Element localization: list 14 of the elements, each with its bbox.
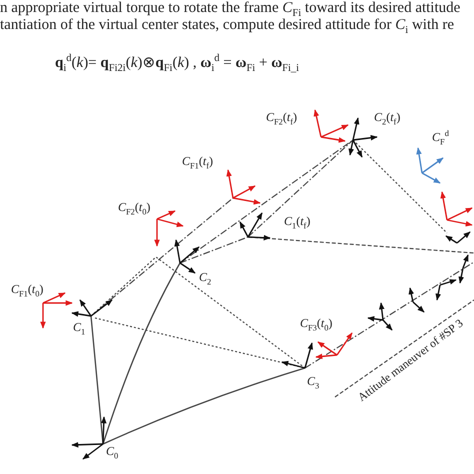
frame-label: C$_{F3}$(t$_{0}$): [300, 317, 332, 330]
frame-label: C$_{1}$: [73, 321, 86, 334]
frame-label: C$_{2}$(t$_{f}$): [374, 111, 400, 124]
frame-label: C$_{F1}$(t$_{f}$): [182, 155, 214, 168]
equation: q$_{i}$$^{d}$(k)= q$_{Fi2i}$(k)⊗q$_{Fi}$(k) , ω$_{i}$$^{d}$ = ω$_{Fi}$ + ω$_{Fi_i}$: [55, 55, 300, 72]
frame-label: C$_{3}$: [307, 375, 320, 388]
frame-label: C$_{0}$: [106, 445, 118, 458]
frame-label: C$_{F2}$(t$_{f}$): [266, 111, 298, 124]
frame-label: C$_{F1}$(t$_{0}$): [11, 283, 44, 296]
frame-label: C$_{1}$(t$_{f}$): [284, 215, 310, 228]
frame-label: C$_{F2}$(t$_{0}$): [118, 201, 150, 214]
body-text: tantiation of the virtual center states, compute desired attitude for C$_{i}$ with re: [0, 17, 454, 34]
body-text: n appropriate virtual torque to rotate the frame C$_{Fi}$ toward its desired attitude: [0, 0, 460, 16]
frame-label: C$_{2}$: [199, 271, 212, 284]
